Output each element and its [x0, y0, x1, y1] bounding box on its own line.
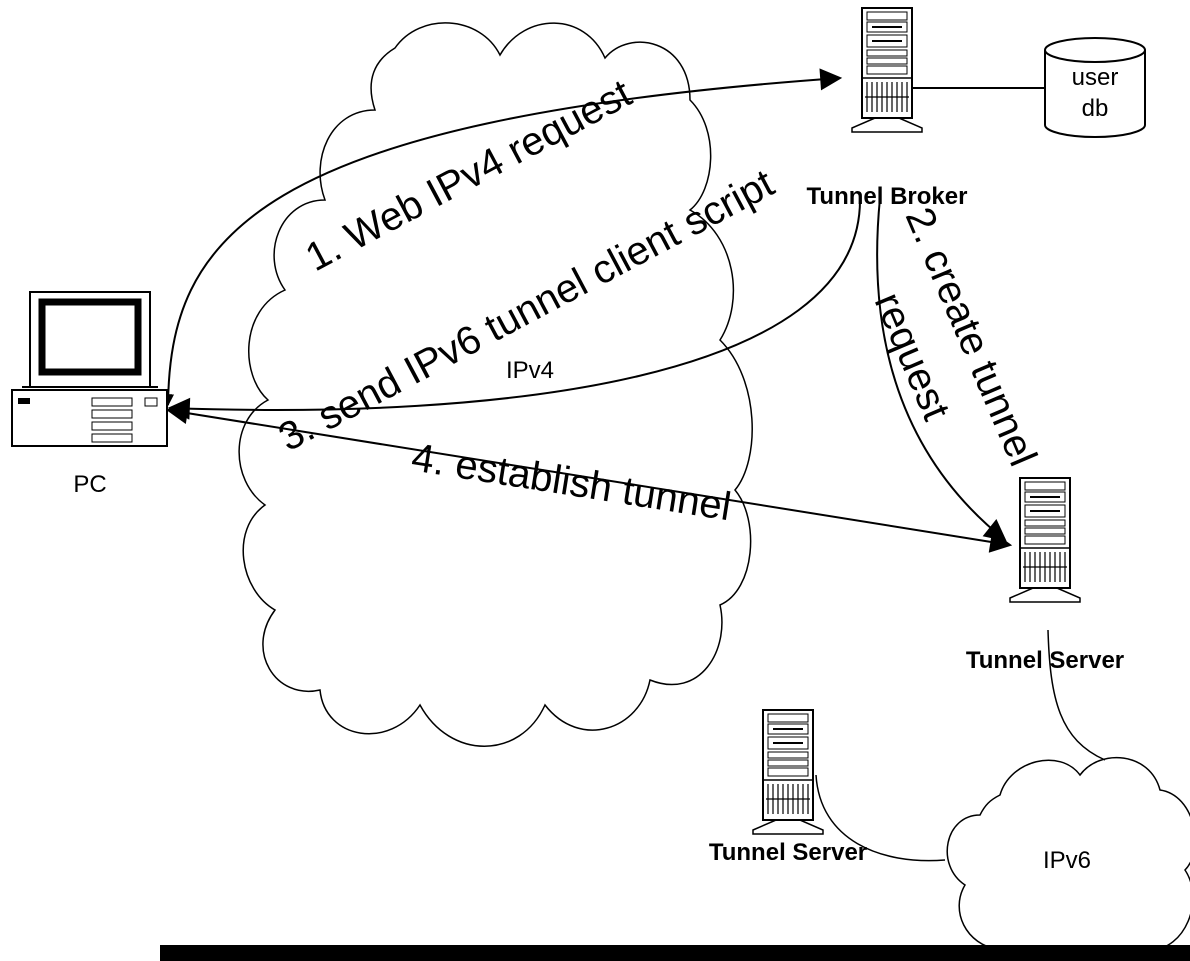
pc-label: PC: [73, 471, 106, 498]
user-db-icon: [1044, 37, 1146, 138]
tunnel-server-label: Tunnel Server: [966, 647, 1124, 674]
ipv4-cloud-label: IPv4: [506, 357, 554, 384]
tunnel-server-2-icon: [752, 709, 824, 835]
ipv6-cloud: [946, 756, 1190, 951]
tunnel-broker-server-icon: [851, 7, 923, 133]
ipv4-cloud: [238, 22, 753, 747]
tunnel-server-2-label: Tunnel Server: [709, 839, 867, 866]
ipv6-cloud-label: IPv6: [1043, 847, 1091, 874]
server2-ipv6-link: [815, 774, 946, 862]
tunnel-server-icon: [1009, 477, 1081, 603]
step3-label: 3. send IPv6 tunnel client script: [272, 161, 781, 460]
server-ipv6-link: [1047, 629, 1106, 761]
arrow-step1: [162, 68, 843, 407]
step1-label: 1. Web IPv4 request: [299, 71, 639, 280]
bottom-bar: [160, 945, 1190, 961]
tunnel-broker-label: Tunnel Broker: [807, 183, 968, 210]
userdb-label-line2: db: [1082, 95, 1109, 122]
pc-icon: [11, 291, 168, 447]
arrow-step4: [165, 402, 1013, 553]
step4-label: 4. establish tunnel: [409, 435, 734, 529]
userdb-label-line1: user: [1072, 64, 1119, 91]
